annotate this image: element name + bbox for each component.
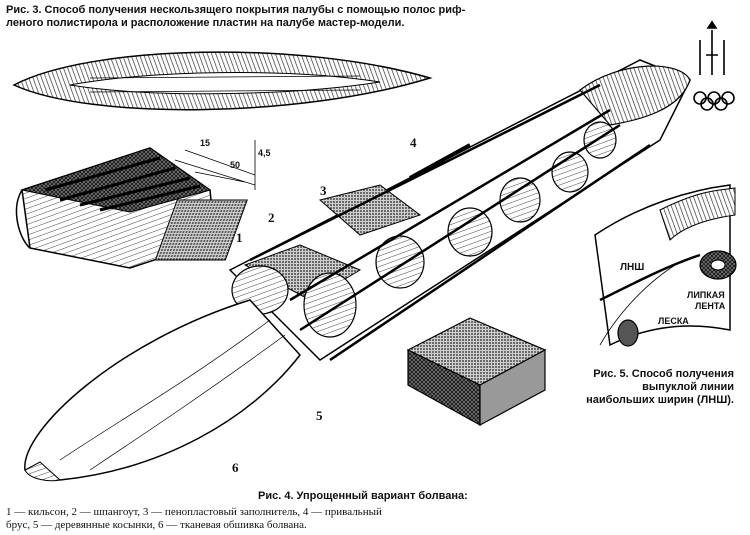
label-3: 3 (320, 183, 327, 198)
label-1: 1 (236, 230, 243, 245)
label-line: ЛЕСКА (658, 316, 689, 326)
label-5: 5 (316, 408, 323, 423)
lnsh-detail (594, 184, 737, 347)
plug-frame (154, 59, 692, 362)
label-4: 4 (410, 135, 417, 150)
dim-50: 50 (230, 160, 241, 170)
dim-15: 15 (200, 138, 211, 148)
dimension-lines (174, 140, 256, 190)
dim-4-5: 4,5 (258, 148, 271, 158)
label-lnsh: ЛНШ (620, 262, 645, 273)
deck-top-view (12, 51, 433, 111)
fig5-caption-line3: наибольших ширин (ЛНШ). (586, 394, 734, 406)
fig5-caption-line1: Рис. 5. Способ получения (593, 368, 734, 380)
foam-block (406, 317, 547, 427)
label-tape-line1: ЛИПКАЯ (687, 290, 725, 300)
label-2: 2 (268, 210, 275, 225)
label-tape-line2: ЛЕНТА (695, 301, 726, 311)
olympic-emblem-icon (693, 20, 735, 111)
fig3-caption-line1: Рис. 3. Способ получения нескользящего п… (6, 4, 466, 16)
fig4-caption: Рис. 4. Упрощенный вариант болвана: (258, 490, 468, 502)
fig5-caption-line2: выпуклой линии (642, 381, 734, 393)
fig4-legend-line2: брус, 5 — деревянные косынки, 6 — тканев… (6, 519, 307, 531)
fig4-legend-line1: 1 — кильсон, 2 — шпангоут, 3 — пенопласт… (6, 506, 382, 518)
covered-hull (24, 299, 301, 482)
label-6: 6 (232, 460, 239, 475)
fig3-caption-line2: леного полистирола и расположение пласти… (6, 17, 405, 29)
